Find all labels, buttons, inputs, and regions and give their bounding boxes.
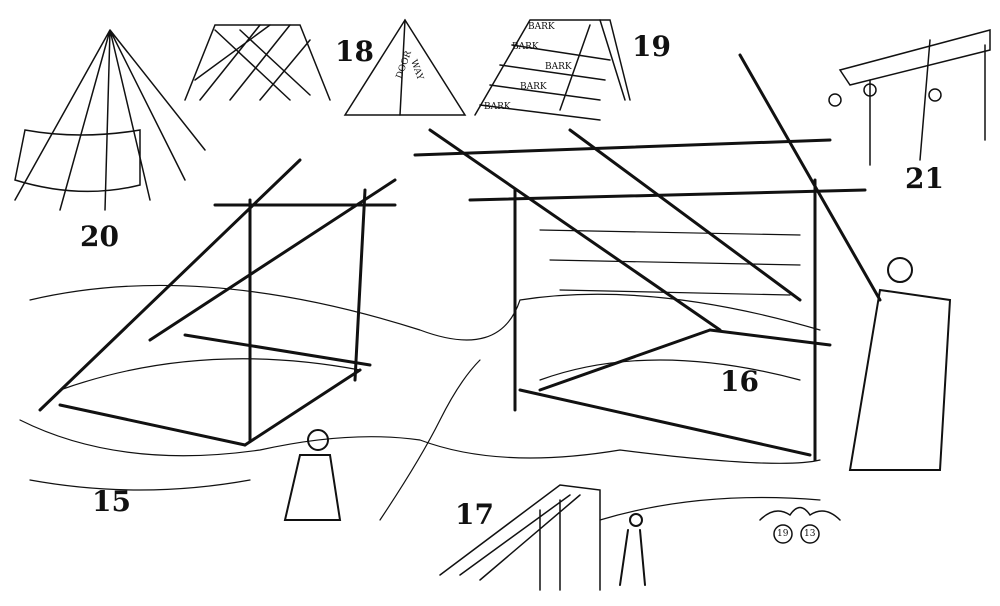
bark-label: BARK [484,102,511,112]
figure-number-18: 18 [335,35,374,68]
figure-number-21: 21 [905,162,944,195]
shelter-16 [413,53,882,462]
bark-label: BARK [528,22,555,32]
bark-label: BARK [520,82,547,92]
scout-figures [283,257,952,586]
frame-18 [184,24,331,101]
tent-doorway [343,18,467,116]
figure-number-19: 19 [632,30,671,63]
awning-21 [828,29,991,166]
lean-to-17 [439,484,601,591]
figure-number-17: 17 [455,498,494,531]
monogram-year-left: 19 [777,529,789,539]
bark-label: BARK [545,62,572,72]
monogram-year-right: 13 [804,529,816,539]
bark-shelter-19 [474,19,631,121]
figure-number-20: 20 [80,220,119,253]
tepee-20 [14,29,206,211]
figure-number-16: 16 [720,365,759,398]
bark-label: BARK [512,42,539,52]
ground-hatching [19,284,821,521]
monogram-ornament [759,506,841,544]
shelter-15 [38,158,397,447]
figure-number-15: 15 [92,485,131,518]
